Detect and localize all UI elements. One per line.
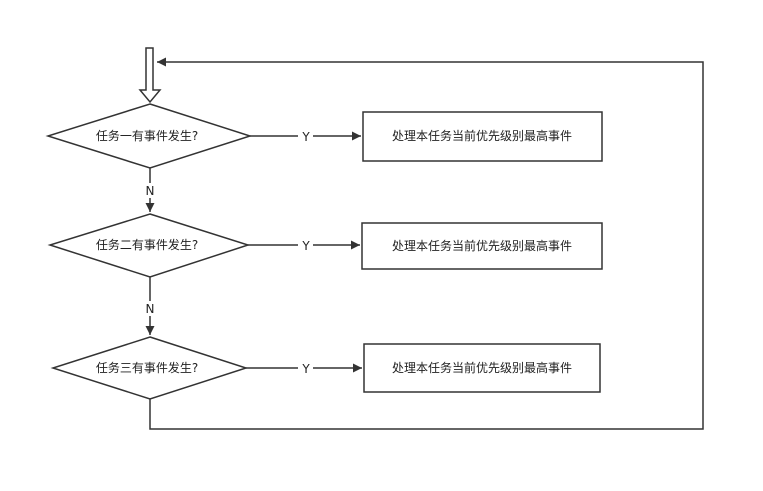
edge-yes-3: Y xyxy=(246,362,362,376)
action-3: 处理本任务当前优先级别最高事件 xyxy=(363,343,601,393)
decision-3: 任务三有事件发生? xyxy=(50,336,249,400)
decision-1: 任务一有事件发生? xyxy=(45,103,253,169)
edge-no-1-label: N xyxy=(146,184,155,198)
edge-no-2-label: N xyxy=(146,302,155,316)
edge-yes-2: Y xyxy=(248,239,360,253)
action-1-label: 处理本任务当前优先级别最高事件 xyxy=(392,128,572,143)
action-3-label: 处理本任务当前优先级别最高事件 xyxy=(392,360,572,375)
action-2: 处理本任务当前优先级别最高事件 xyxy=(361,222,603,270)
action-1: 处理本任务当前优先级别最高事件 xyxy=(362,111,603,162)
edge-no-1: N xyxy=(145,168,155,212)
edge-yes-3-label: Y xyxy=(301,362,310,376)
entry-arrow xyxy=(138,47,162,104)
edge-yes-1: Y xyxy=(250,130,361,144)
edge-no-2: N xyxy=(145,277,155,335)
decision-3-label: 任务三有事件发生? xyxy=(96,360,198,375)
decision-2-label: 任务二有事件发生? xyxy=(96,237,198,252)
decision-2: 任务二有事件发生? xyxy=(47,213,251,278)
decision-1-label: 任务一有事件发生? xyxy=(96,128,198,143)
loop-back-edge xyxy=(149,57,704,430)
action-2-label: 处理本任务当前优先级别最高事件 xyxy=(392,238,572,253)
edge-yes-2-label: Y xyxy=(301,239,310,253)
edge-yes-1-label: Y xyxy=(301,130,310,144)
